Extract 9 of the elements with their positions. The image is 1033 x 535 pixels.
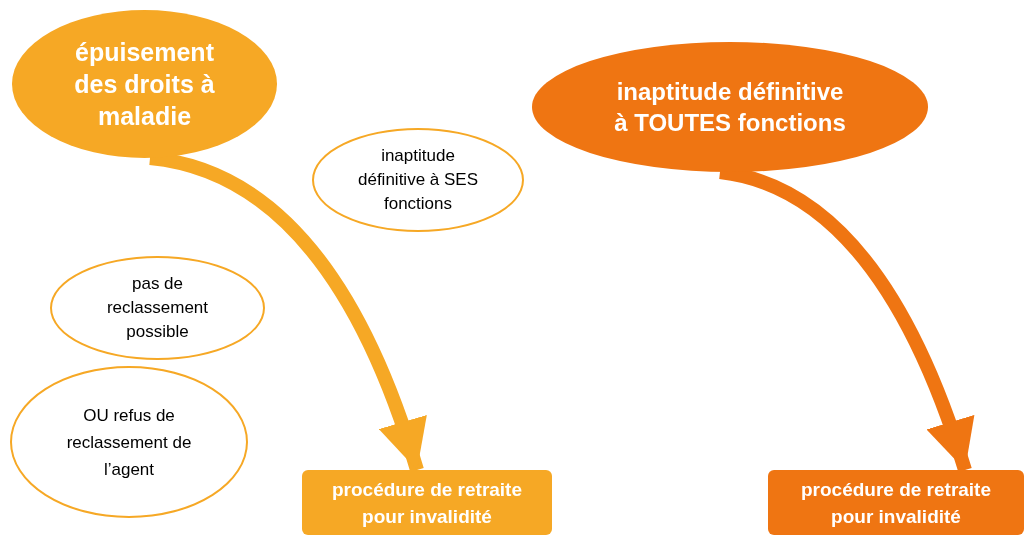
node-label: procédure de retraite pour invalidité xyxy=(799,477,993,529)
process-box xyxy=(768,470,1024,535)
node-label: pas de reclassement possible xyxy=(105,273,210,343)
node-label: procédure de retraite pour invalidité xyxy=(330,477,524,529)
node-label: OU refus de reclassement de l’agent xyxy=(65,404,193,481)
node-label: épuisement des droits à maladie xyxy=(73,37,216,132)
node-label: inaptitude définitive à SES fonctions xyxy=(357,145,479,215)
node-label: inaptitude définitive à TOUTES fonctions xyxy=(613,77,847,138)
process-box xyxy=(302,470,552,535)
